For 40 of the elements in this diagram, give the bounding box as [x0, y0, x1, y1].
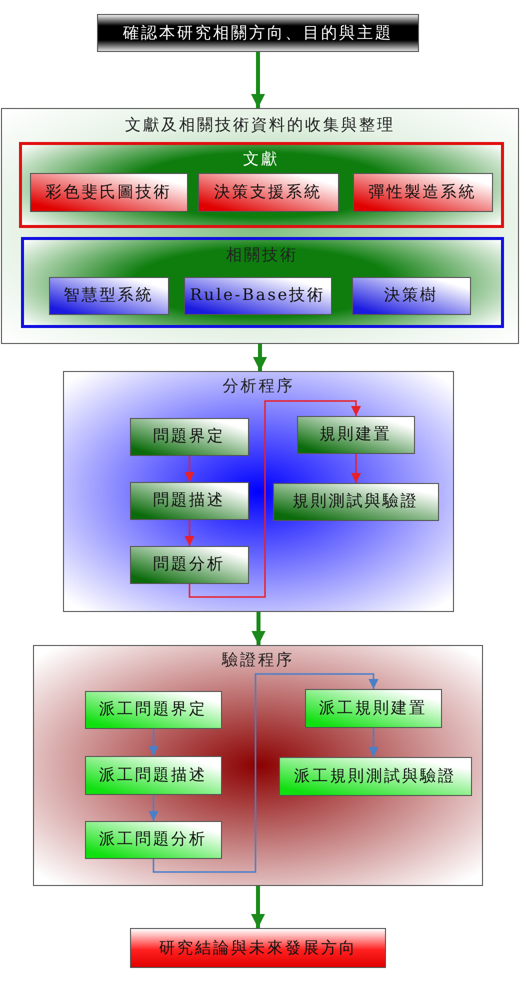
group-panel: [63, 371, 454, 612]
arrow: [184, 456, 194, 482]
process-box: 彈性製造系統: [352, 172, 492, 212]
arrow: [251, 52, 265, 108]
panel-title: 文獻: [242, 148, 280, 170]
arrow: [184, 520, 194, 546]
process-box: Rule-Base技術: [184, 276, 332, 314]
process-box: 問題界定: [130, 418, 248, 456]
arrow: [251, 886, 265, 928]
process-box: 彩色斐氏圖技術: [30, 172, 188, 212]
group-panel: [18, 142, 504, 228]
group-panel: [20, 236, 504, 328]
process-box: 派工規則建置: [304, 688, 442, 728]
process-box: 問題描述: [130, 482, 248, 520]
process-box: 派工問題界定: [84, 690, 222, 728]
arrow: [152, 673, 378, 873]
process-box: 智慧型系統: [48, 276, 168, 314]
process-box: 問題分析: [130, 546, 248, 584]
arrow: [368, 728, 378, 757]
process-box: 規則建置: [296, 416, 414, 454]
panel-title: 分析程序: [222, 376, 296, 397]
panel-title: 文獻及相關技術資料的收集與整理: [124, 115, 396, 136]
process-box: 確認本研究相關方向、目的與主題: [97, 14, 419, 52]
arrow: [148, 729, 158, 756]
panel-title: 驗證程序: [220, 650, 295, 671]
group-panel: [1, 108, 519, 344]
process-box: 研究結論與未來發展方向: [130, 928, 386, 968]
process-box: 派工問題分析: [84, 820, 222, 858]
process-box: 規則測試與驗證: [272, 482, 438, 520]
process-box: 派工規則測試與驗證: [278, 756, 472, 796]
arrow: [188, 400, 361, 598]
arrow: [351, 454, 361, 483]
arrow: [253, 344, 267, 371]
group-panel: [33, 645, 483, 886]
arrow: [252, 612, 266, 645]
arrow: [148, 795, 158, 821]
process-box: 決策支援系統: [198, 172, 338, 212]
process-box: 派工問題描述: [84, 756, 222, 794]
process-box: 決策樹: [352, 276, 470, 314]
panel-title: 相關技術: [225, 244, 299, 266]
